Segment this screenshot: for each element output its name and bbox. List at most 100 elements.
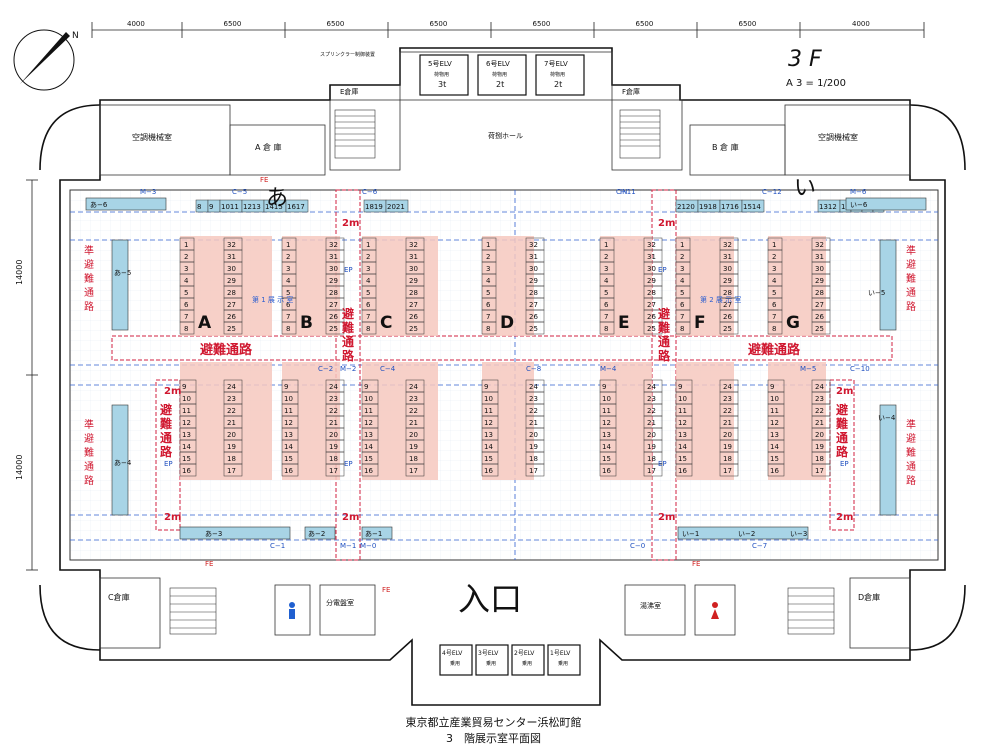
booth-number: 19 xyxy=(723,443,732,451)
booth-label-a4: あ−4 xyxy=(114,459,132,467)
booth-number: 30 xyxy=(227,265,236,273)
booth-number: 17 xyxy=(409,467,418,475)
equipment-label: M−3 xyxy=(140,188,156,196)
booth-number: 29 xyxy=(529,277,538,285)
block-shading-lower xyxy=(180,362,272,480)
compass-icon: N xyxy=(13,29,79,91)
block-letter: D xyxy=(500,313,514,333)
booth-number: 8 xyxy=(286,325,290,333)
booth-number: 30 xyxy=(723,265,732,273)
booth-number: 31 xyxy=(409,253,418,261)
room-cargo-hall: 荷捌ホール xyxy=(488,131,523,140)
booth-number: 25 xyxy=(227,325,236,333)
booth-number: 29 xyxy=(227,277,236,285)
top-booth-number: 1716 xyxy=(721,203,739,211)
booth-cell xyxy=(643,463,663,477)
evac-vertical-lower-left: 路 xyxy=(160,444,173,459)
booth-label-i3: い−3 xyxy=(790,530,807,538)
top-dim-label: 6500 xyxy=(327,20,345,28)
semi-evac-lower-left: 準 xyxy=(84,418,94,431)
booth-label-i6: い−6 xyxy=(850,201,868,209)
block-shading-lower xyxy=(768,362,826,480)
booth-number: 31 xyxy=(815,253,824,261)
booth-number: 30 xyxy=(647,265,656,273)
booth-number: 31 xyxy=(647,253,656,261)
booth-number: 29 xyxy=(329,277,338,285)
booth-number: 18 xyxy=(227,455,236,463)
booth-number: 17 xyxy=(723,467,732,475)
booth-cell xyxy=(481,321,497,335)
booth-number: 27 xyxy=(329,301,338,309)
booth-labels: あ−6 あ−5 あ−4 あ−3 あ−2 あ−1 い−1 い−2 い−3 い−4 … xyxy=(90,201,896,538)
booth-number: 19 xyxy=(227,443,236,451)
booth-number: 20 xyxy=(227,431,236,439)
booth-number: 25 xyxy=(647,325,656,333)
equipment-label: EP xyxy=(344,460,353,468)
caption-building: 東京都立産業貿易センター浜松町館 xyxy=(405,716,582,729)
evac-vertical-center-right: 避 xyxy=(658,306,670,321)
elevator-name: 2号ELV xyxy=(514,650,535,657)
booth-cell xyxy=(675,321,691,335)
elevator-capacity: 3t xyxy=(438,80,446,89)
booth-number: 8 xyxy=(772,325,776,333)
evac-vertical-lower-right: 通 xyxy=(836,430,848,445)
booth-number: 6 xyxy=(680,301,685,309)
left-dimension-line xyxy=(26,179,38,571)
evac-vertical-lower-left: 難 xyxy=(160,416,172,431)
evac-vertical-center-left: 通 xyxy=(342,334,354,349)
booth-number: 12 xyxy=(364,419,373,427)
booth-number: 9 xyxy=(770,383,774,391)
booth-number: 7 xyxy=(604,313,608,321)
booth-number: 15 xyxy=(484,455,493,463)
booth-number: 23 xyxy=(815,395,824,403)
booth-number: 31 xyxy=(529,253,538,261)
elevator-use: 荷物用 xyxy=(492,71,507,78)
booth-number: 22 xyxy=(815,407,824,415)
booth-number: 14 xyxy=(770,443,779,451)
booth-label-i2: い−2 xyxy=(738,530,755,538)
booth-number: 5 xyxy=(184,289,188,297)
equipment-label: C−2 xyxy=(318,365,333,373)
top-booth-number: 11 xyxy=(841,203,850,211)
booth-number: 25 xyxy=(329,325,338,333)
freight-elevator xyxy=(419,54,469,96)
elevator-use: 荷物用 xyxy=(550,71,565,78)
booth-label-a5: あ−5 xyxy=(114,269,131,277)
semi-evac-lower-left: 難 xyxy=(84,446,94,459)
block-letter: A xyxy=(198,313,212,333)
booth-number: 17 xyxy=(529,467,538,475)
booth-number: 27 xyxy=(409,301,418,309)
booth-cell xyxy=(811,463,831,477)
booth-number: 13 xyxy=(602,431,611,439)
booth-number: 22 xyxy=(329,407,338,415)
booth-number: 22 xyxy=(529,407,538,415)
booth-number: 21 xyxy=(329,419,338,427)
booth-number: 2 xyxy=(604,253,608,261)
booth-label-a1: あ−1 xyxy=(365,530,382,538)
hall1-label: 第 1 展 示 室 xyxy=(252,295,293,304)
booth-number: 16 xyxy=(182,467,191,475)
booth-number: 26 xyxy=(227,313,236,321)
equipment-label: C−4 xyxy=(380,365,396,373)
equipment-label: FE xyxy=(382,586,390,594)
booth-number: 27 xyxy=(815,301,824,309)
semi-evac-upper-right: 避 xyxy=(906,258,916,271)
booth-cell xyxy=(325,321,345,335)
building-outline xyxy=(39,47,966,706)
semi-evac-upper-right: 路 xyxy=(906,300,916,313)
booth-number: 6 xyxy=(604,301,609,309)
booth-number: 9 xyxy=(284,383,288,391)
booth-number: 13 xyxy=(678,431,687,439)
booth-number: 21 xyxy=(409,419,418,427)
booth-cell xyxy=(179,463,197,477)
top-booth-number: 1312 xyxy=(819,203,837,211)
booth-cell xyxy=(405,321,425,335)
evac-width-label: 2m xyxy=(658,218,675,229)
booth-number: 19 xyxy=(529,443,538,451)
equipment-label: EP xyxy=(658,460,667,468)
booth-number: 26 xyxy=(815,313,824,321)
freight-elevator xyxy=(477,54,527,96)
elevator-use: 乗用 xyxy=(558,660,568,667)
equipment-label: C−5 xyxy=(232,188,247,196)
equipment-label: M−1 xyxy=(340,542,356,550)
